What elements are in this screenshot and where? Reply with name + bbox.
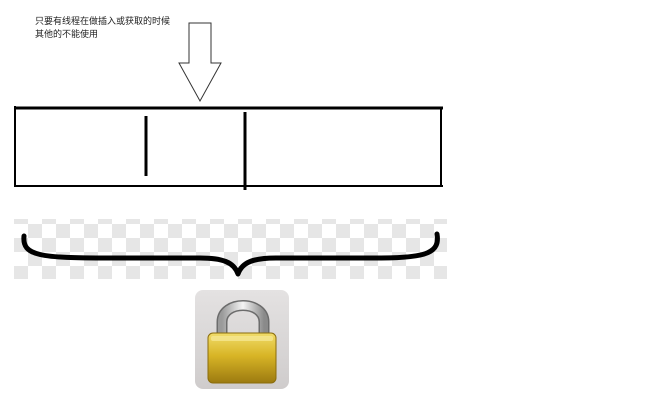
curly-brace-icon	[21, 231, 440, 277]
checkered-strip	[14, 219, 447, 279]
segmented-buffer-box	[14, 106, 443, 190]
annotation-text: 只要有线程在做插入或获取的时候 其他的不能使用	[35, 16, 170, 42]
annotation-line-2: 其他的不能使用	[35, 30, 99, 40]
padlock-icon	[195, 290, 289, 389]
annotation-line-1: 只要有线程在做插入或获取的时候	[35, 17, 171, 27]
down-arrow-icon	[178, 22, 222, 103]
